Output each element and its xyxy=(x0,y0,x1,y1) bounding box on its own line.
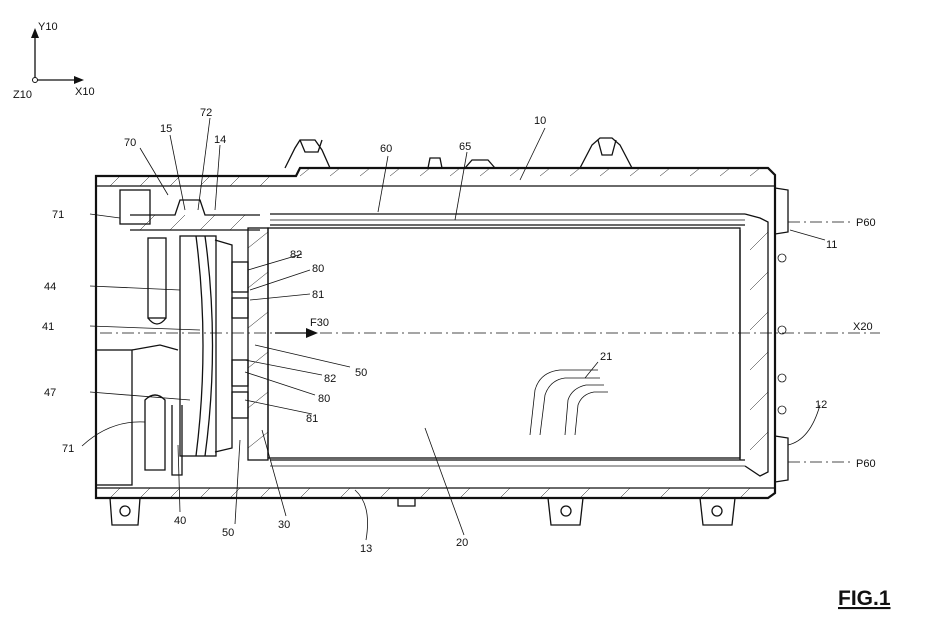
ref-15: 15 xyxy=(160,123,172,135)
ref-20: 20 xyxy=(456,537,468,549)
ref-44: 44 xyxy=(44,281,56,293)
ref-60: 60 xyxy=(380,143,392,155)
ref-10: 10 xyxy=(534,115,546,127)
ref-50-right: 50 xyxy=(355,367,367,379)
ref-50-bottom: 50 xyxy=(222,527,234,539)
ref-13: 13 xyxy=(360,543,372,555)
ref-f30: F30 xyxy=(310,317,329,329)
force-arrow-f30 xyxy=(275,328,318,338)
ref-80-top: 80 xyxy=(312,263,324,275)
ref-40: 40 xyxy=(174,515,186,527)
figure-title: FIG.1 xyxy=(838,587,891,610)
ref-30: 30 xyxy=(278,519,290,531)
ref-11: 11 xyxy=(826,239,837,251)
ref-72: 72 xyxy=(200,107,212,119)
ref-14: 14 xyxy=(214,134,226,146)
ref-p60-bottom: P60 xyxy=(856,458,876,470)
ref-71-top: 71 xyxy=(52,209,64,221)
ref-x20: X20 xyxy=(853,321,873,333)
ref-p60-top: P60 xyxy=(856,217,876,229)
ref-47: 47 xyxy=(44,387,56,399)
coordinate-axes: Y10 X10 Z10 xyxy=(13,21,95,101)
leader-lines xyxy=(82,118,825,540)
ref-80-bottom: 80 xyxy=(318,393,330,405)
ref-71-bottom: 71 xyxy=(62,443,74,455)
end-plate xyxy=(215,228,268,460)
ref-12: 12 xyxy=(815,399,827,411)
axis-label-z: Z10 xyxy=(13,89,32,101)
ref-82-bottom: 82 xyxy=(324,373,336,385)
ref-81-top: 81 xyxy=(312,289,324,301)
ref-41: 41 xyxy=(42,321,54,333)
ref-81-bottom: 81 xyxy=(306,413,318,425)
ref-21: 21 xyxy=(600,351,612,363)
axis-label-y: Y10 xyxy=(38,21,58,33)
ref-82-top: 82 xyxy=(290,249,302,261)
ref-70: 70 xyxy=(124,137,136,149)
axis-label-x: X10 xyxy=(75,86,95,98)
ref-65: 65 xyxy=(459,141,471,153)
cell-block xyxy=(268,228,740,458)
